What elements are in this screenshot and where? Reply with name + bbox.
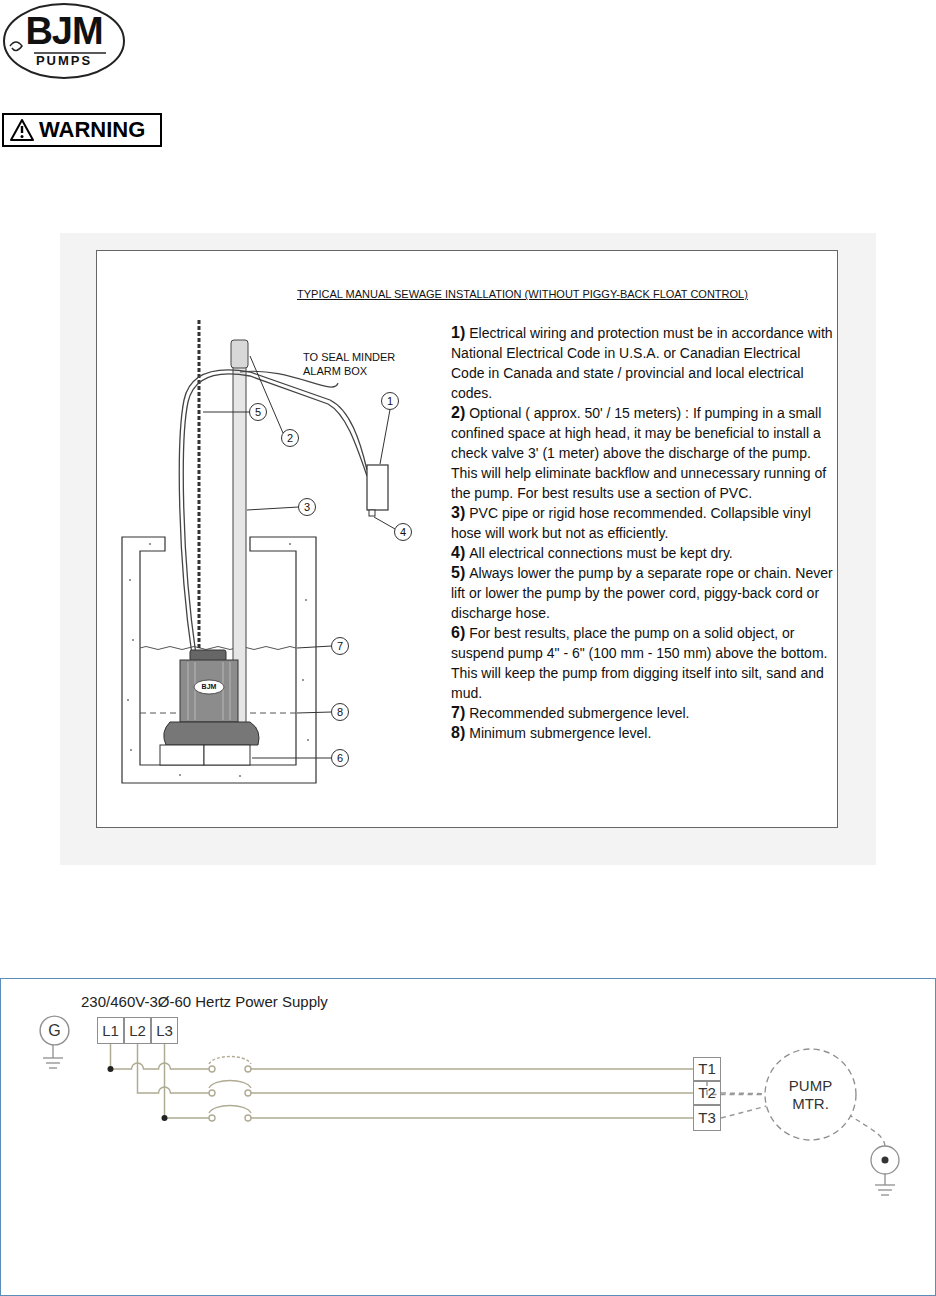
note-item: 6)For best results, place the pump on a … (451, 623, 833, 703)
callout-number: 6 (330, 751, 350, 765)
note-text: Electrical wiring and protection must be… (451, 325, 833, 401)
warning-triangle (11, 120, 33, 140)
callout-number: 1 (380, 394, 400, 408)
note-number: 6) (451, 624, 465, 641)
callout-number: 2 (280, 431, 300, 445)
callout-number: 3 (297, 500, 317, 514)
note-text: Recommended submergence level. (469, 705, 689, 721)
pump-motor: PUMP MTR. (764, 1048, 857, 1141)
line-terminal: L2 (124, 1017, 151, 1044)
note-item: 5)Always lower the pump by a separate ro… (451, 563, 833, 623)
note-number: 3) (451, 504, 465, 521)
alarm-box-note: TO SEAL MINDER ALARM BOX (303, 350, 417, 378)
notes-list: 1)Electrical wiring and protection must … (451, 323, 833, 743)
load-terminal: T3 (693, 1105, 721, 1131)
logo-swirl (10, 42, 22, 51)
supply-wire (138, 1044, 694, 1093)
installation-panel: TYPICAL MANUAL SEWAGE INSTALLATION (WITH… (96, 250, 838, 828)
note-text: All electrical connections must be kept … (469, 545, 733, 561)
terminal-label: PUMP MTR. (780, 1077, 842, 1113)
note-text: PVC pipe or rigid hose recommended. Coll… (451, 505, 811, 541)
note-item: 3)PVC pipe or rigid hose recommended. Co… (451, 503, 833, 543)
note-number: 5) (451, 564, 465, 581)
note-text: For best results, place the pump on a so… (451, 625, 827, 701)
note-text: Optional ( approx. 50' / 15 meters) : If… (451, 405, 826, 501)
callout-number: 4 (393, 525, 413, 539)
warning-icon (9, 118, 35, 142)
circle-outline (765, 1049, 856, 1140)
ground-terminal: G (39, 1015, 70, 1046)
supply-wire (165, 1044, 694, 1118)
supply-title: 230/460V-3Ø-60 Hertz Power Supply (81, 992, 328, 1011)
terminal-label: L1 (102, 1022, 119, 1040)
motor-lead (721, 1092, 765, 1094)
logo-wordmark: BJM (25, 11, 102, 51)
pump-badge: BJM (194, 682, 224, 691)
note-text: Always lower the pump by a separate rope… (451, 565, 833, 621)
logo-subtitle: PUMPS (36, 53, 92, 69)
callout-number: 5 (248, 405, 268, 419)
note-item: 8)Minimum submergence level. (451, 723, 833, 743)
motor-lead (721, 1106, 767, 1118)
line-terminal: L3 (151, 1017, 178, 1044)
note-item: 7)Recommended submergence level. (451, 703, 833, 723)
warning-dot (21, 135, 24, 138)
terminal-label: T2 (698, 1084, 716, 1102)
terminal-label: L3 (156, 1022, 173, 1040)
note-number: 2) (451, 404, 465, 421)
terminal-label: T3 (698, 1109, 716, 1127)
warning-label: WARNING (2, 113, 162, 147)
callout-number: 8 (330, 705, 350, 719)
terminal-label: L2 (129, 1022, 146, 1040)
note-item: 2)Optional ( approx. 50' / 15 meters) : … (451, 403, 833, 503)
supply-wire (111, 1044, 694, 1069)
load-terminal: T2 (693, 1081, 721, 1105)
note-item: 4)All electrical connections must be kep… (451, 543, 833, 563)
warning-text: WARNING (39, 117, 145, 143)
note-number: 1) (451, 324, 465, 341)
warning-bar (21, 126, 23, 133)
junction-dot (162, 1115, 168, 1121)
line-terminal: L1 (97, 1017, 124, 1044)
note-text: Minimum submergence level. (469, 725, 651, 741)
junction-dot (108, 1066, 114, 1072)
note-number: 4) (451, 544, 465, 561)
terminal-label: G (48, 1021, 60, 1040)
circle-outline (40, 1016, 69, 1045)
terminal-label: T1 (698, 1060, 716, 1078)
load-terminal: T1 (693, 1057, 721, 1081)
panel-title: TYPICAL MANUAL SEWAGE INSTALLATION (WITH… (297, 287, 748, 301)
logo-ellipse (4, 4, 124, 78)
note-item: 1)Electrical wiring and protection must … (451, 323, 833, 403)
callout-number: 7 (330, 639, 350, 653)
brand-logo: BJM PUMPS (2, 2, 126, 80)
wiring-panel: 230/460V-3Ø-60 Hertz Power SupplyG L1 L2 L3… (0, 978, 936, 1296)
note-number: 7) (451, 704, 465, 721)
note-number: 8) (451, 724, 465, 741)
